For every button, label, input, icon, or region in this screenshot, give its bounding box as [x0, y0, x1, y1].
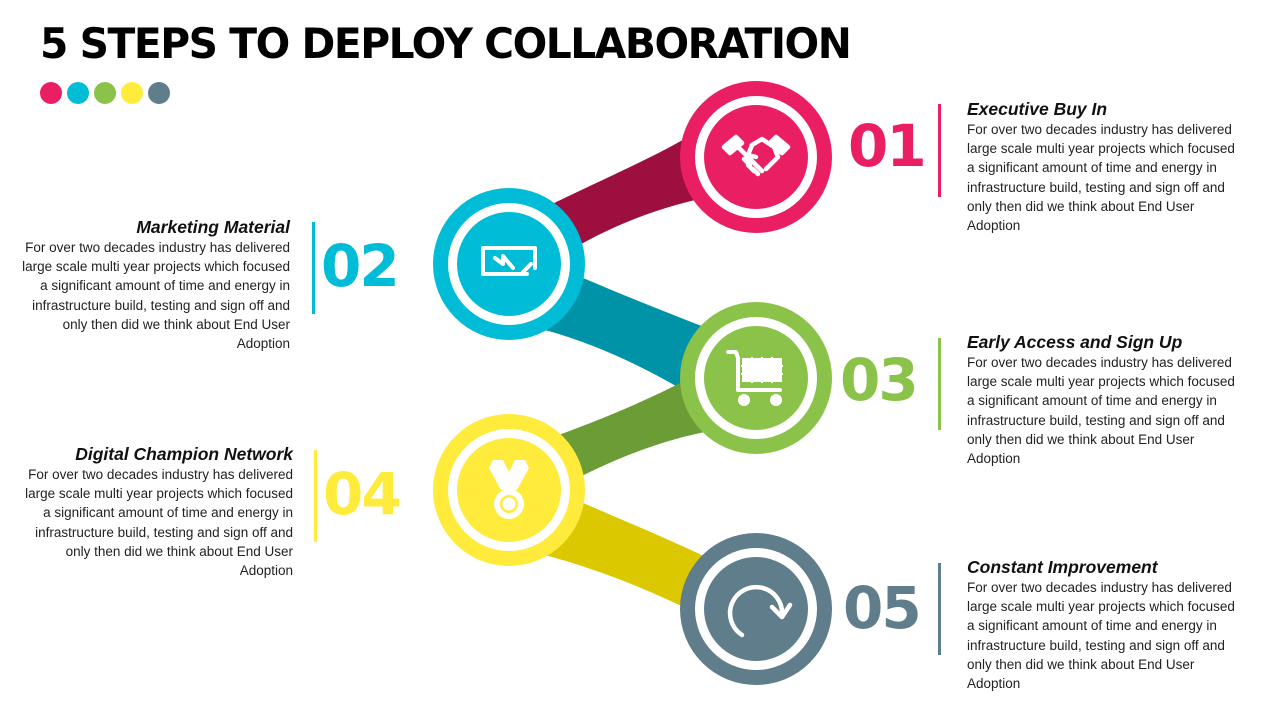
step-description: For over two decades industry has delive… — [25, 467, 293, 579]
step-number-02: 02 — [321, 232, 400, 300]
step-circle-04 — [433, 414, 585, 566]
step-divider-05 — [938, 563, 941, 655]
page-title: 5 STEPS TO DEPLOY COLLABORATION — [40, 19, 852, 68]
step-description: For over two decades industry has delive… — [967, 122, 1235, 234]
connector-2-3-band — [545, 268, 712, 400]
palette-dots — [40, 82, 170, 104]
palette-dot — [67, 82, 89, 104]
step-block-02: Marketing Material For over two decades … — [20, 216, 290, 353]
step-block-04: Digital Champion Network For over two de… — [23, 443, 293, 580]
redo-arrow-icon — [727, 584, 793, 638]
step-title: Digital Champion Network — [75, 444, 293, 464]
step-circle-05 — [680, 533, 832, 685]
step-circle-01 — [680, 81, 832, 233]
shopping-cart-icon — [726, 350, 784, 406]
step-title: Marketing Material — [136, 217, 290, 237]
step-number-03: 03 — [840, 346, 919, 414]
step-divider-04 — [314, 450, 317, 542]
palette-dot — [40, 82, 62, 104]
connector-1-2 — [540, 130, 720, 260]
circle-inner — [704, 557, 808, 661]
step-description: For over two decades industry has delive… — [967, 355, 1235, 467]
palette-dot — [94, 82, 116, 104]
step-block-05: Constant Improvement For over two decade… — [967, 556, 1237, 693]
whiteboard-icon — [481, 246, 537, 276]
step-divider-01 — [938, 104, 941, 197]
step-title: Constant Improvement — [967, 557, 1158, 577]
connector-3-4 — [545, 370, 715, 490]
step-description: For over two decades industry has delive… — [22, 240, 290, 352]
connector-4-5 — [545, 493, 712, 615]
step-number-05: 05 — [843, 574, 922, 642]
step-title: Early Access and Sign Up — [967, 332, 1183, 352]
step-number-01: 01 — [848, 112, 927, 180]
connectors — [540, 130, 720, 615]
step-description: For over two decades industry has delive… — [967, 580, 1235, 692]
step-circle-02 — [433, 188, 585, 340]
step-number-04: 04 — [323, 460, 402, 528]
step-title: Executive Buy In — [967, 99, 1108, 119]
step-divider-03 — [938, 338, 941, 430]
step-divider-02 — [312, 222, 315, 314]
medal-icon — [489, 460, 529, 519]
step-block-03: Early Access and Sign Up For over two de… — [967, 331, 1237, 468]
handshake-icon — [721, 134, 791, 177]
palette-dot — [121, 82, 143, 104]
palette-dot — [148, 82, 170, 104]
step-circle-03 — [680, 302, 832, 454]
step-block-01: Executive Buy In For over two decades in… — [967, 98, 1237, 235]
